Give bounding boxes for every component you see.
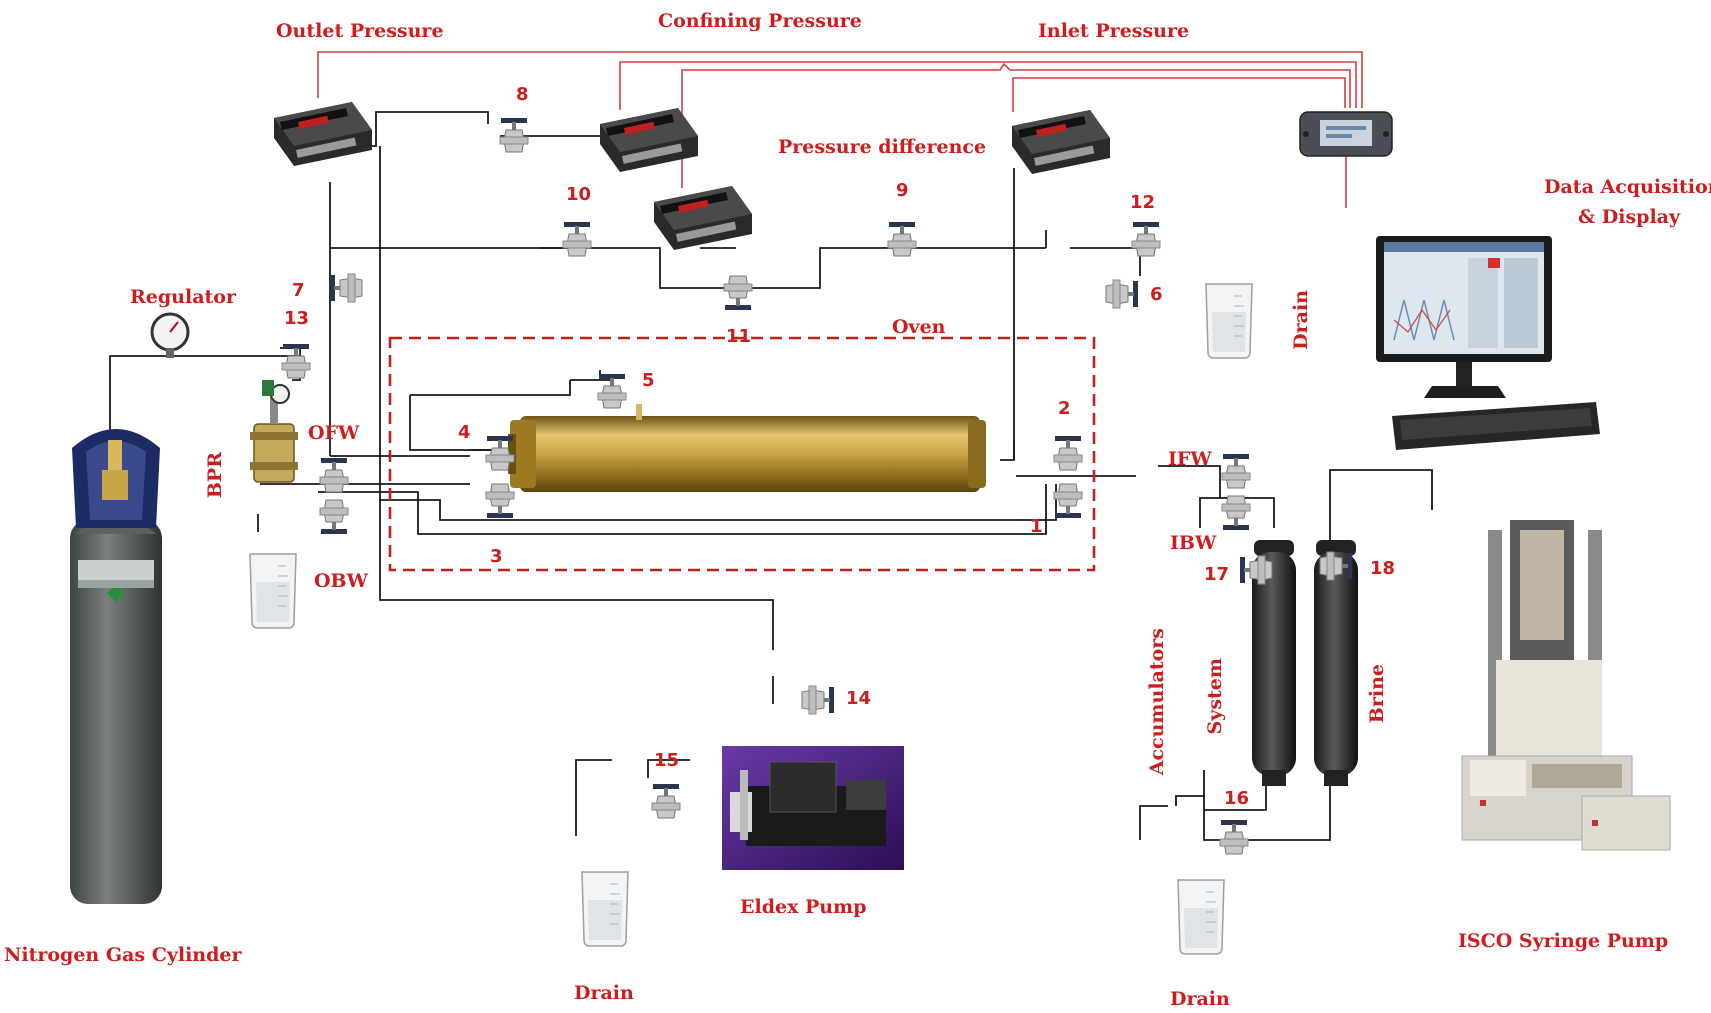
label-data-display: & Display — [1578, 206, 1681, 228]
core-holder — [508, 404, 986, 492]
signal-wiring — [317, 51, 1363, 208]
valve-9[interactable] — [887, 221, 917, 257]
label-nitrogen-cylinder: Nitrogen Gas Cylinder — [4, 944, 242, 966]
eldex-pump — [722, 746, 904, 870]
valve-number-10: 10 — [566, 184, 592, 205]
valve-2[interactable] — [1053, 435, 1083, 471]
valve-6[interactable] — [1105, 279, 1139, 309]
valve-number-6: 6 — [1150, 284, 1163, 305]
drain-beaker-right — [1205, 283, 1253, 359]
valve-number-8: 8 — [516, 84, 529, 105]
valve-number-13: 13 — [284, 308, 310, 329]
label-obw: OBW — [314, 570, 368, 592]
pressure-difference-gauge — [654, 186, 752, 250]
label-brine: Brine — [1366, 664, 1388, 724]
valve-13[interactable] — [281, 343, 311, 379]
valve-number-3: 3 — [490, 546, 503, 567]
drain-beaker-accumulator — [1177, 879, 1225, 955]
outlet-pressure-gauge — [274, 102, 372, 166]
valve-7[interactable] — [329, 273, 363, 303]
label-ofw: OFW — [308, 422, 360, 444]
label-bpr: BPR — [204, 452, 226, 499]
label-data-acquisition: Data Acquisition — [1544, 176, 1711, 198]
label-accumulators: Accumulators — [1146, 628, 1168, 776]
valve-4b[interactable] — [485, 483, 515, 519]
valve-number-7: 7 — [292, 280, 305, 301]
valve-obw[interactable] — [319, 499, 349, 535]
label-system: System — [1204, 658, 1226, 735]
valve-number-1: 1 — [1030, 516, 1043, 537]
isco-syringe-pump — [1461, 520, 1671, 851]
label-drain-eldex: Drain — [574, 982, 634, 1004]
valve-number-5: 5 — [642, 370, 655, 391]
label-regulator: Regulator — [130, 286, 236, 308]
data-acquisition-unit — [1299, 111, 1393, 157]
valve-number-15: 15 — [654, 750, 680, 771]
valve-15[interactable] — [651, 783, 681, 819]
computer-monitor — [1376, 236, 1552, 398]
valve-12[interactable] — [1131, 221, 1161, 257]
drain-beaker-eldex — [581, 871, 629, 947]
label-ifw: IFW — [1168, 448, 1212, 470]
oven-enclosure — [388, 336, 1096, 572]
label-drain-right: Drain — [1290, 290, 1312, 350]
label-pressure-difference: Pressure difference — [778, 136, 987, 158]
valve-ibw[interactable] — [1221, 495, 1251, 531]
nitrogen-gas-cylinder — [70, 429, 162, 904]
bpr-device — [250, 380, 298, 483]
label-drain-accumulator: Drain — [1170, 988, 1230, 1010]
valve-number-17: 17 — [1204, 564, 1230, 585]
valve-number-18: 18 — [1370, 558, 1396, 579]
valve-8[interactable] — [499, 117, 529, 153]
valve-16[interactable] — [1219, 819, 1249, 855]
label-confining-pressure: Confining Pressure — [658, 10, 862, 32]
label-ibw: IBW — [1170, 532, 1217, 554]
regulator-gauge — [150, 312, 190, 358]
valve-number-4: 4 — [458, 422, 471, 443]
accumulator-brine — [1314, 540, 1358, 786]
label-oven: Oven — [892, 316, 946, 338]
label-eldex-pump: Eldex Pump — [740, 896, 867, 918]
valve-1[interactable] — [1053, 483, 1083, 519]
valve-number-16: 16 — [1224, 788, 1250, 809]
label-outlet-pressure: Outlet Pressure — [276, 20, 444, 42]
valve-ifw[interactable] — [1221, 453, 1251, 489]
valve-number-14: 14 — [846, 688, 872, 709]
valve-number-11: 11 — [726, 326, 752, 347]
valve-ofw[interactable] — [319, 457, 349, 493]
drain-beaker-bpr — [249, 553, 297, 629]
label-inlet-pressure: Inlet Pressure — [1038, 20, 1190, 42]
label-isco-pump: ISCO Syringe Pump — [1458, 930, 1669, 952]
keyboard — [1392, 402, 1600, 450]
valve-number-12: 12 — [1130, 192, 1156, 213]
valve-number-9: 9 — [896, 180, 909, 201]
valve-14[interactable] — [801, 685, 835, 715]
confining-pressure-gauge — [600, 108, 698, 172]
valve-number-2: 2 — [1058, 398, 1071, 419]
valve-10[interactable] — [562, 221, 592, 257]
inlet-pressure-gauge — [1012, 110, 1110, 174]
accumulator-system — [1252, 540, 1296, 786]
valve-11[interactable] — [723, 275, 753, 311]
